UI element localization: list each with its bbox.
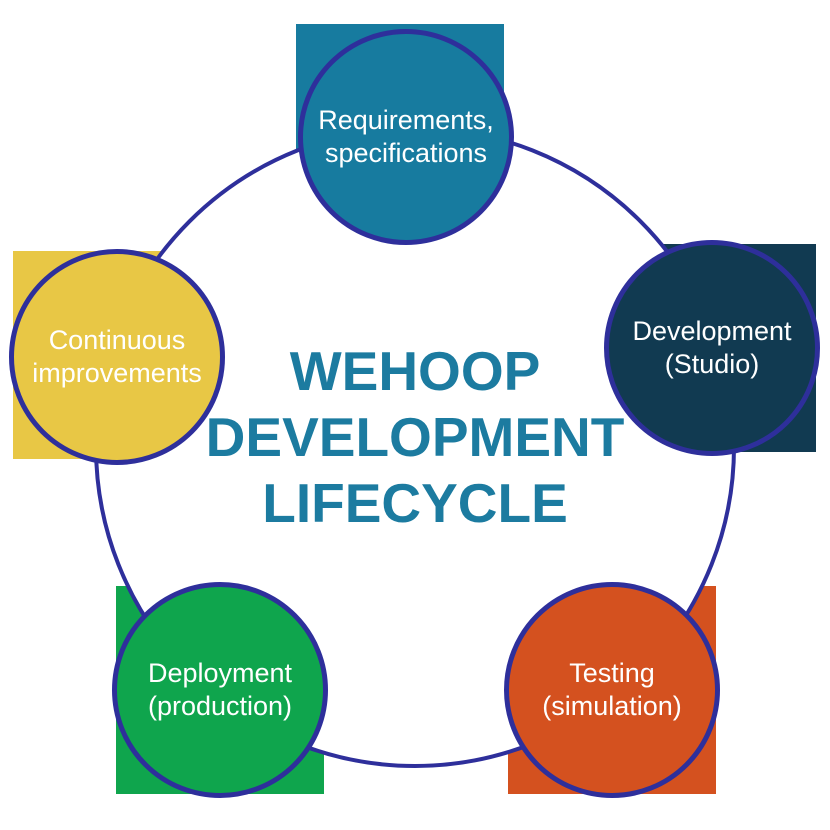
node-deployment-line-2: (production)	[147, 691, 293, 721]
node-improvements-line-2: improvements	[32, 358, 202, 388]
node-improvements-line-1: Continuous	[48, 325, 186, 355]
node-requirements-line-1: Requirements,	[318, 105, 494, 135]
node-requirements-line-2: specifications	[324, 138, 488, 168]
title-line-1: WEHOOP	[289, 340, 541, 402]
node-testing-label: Testing (simulation)	[542, 657, 682, 723]
node-development: Development (Studio)	[604, 240, 820, 456]
node-development-line-1: Development	[632, 316, 792, 346]
node-requirements: Requirements, specifications	[298, 29, 514, 245]
diagram-title: WEHOOP DEVELOPMENT LIFECYCLE	[206, 338, 625, 536]
node-testing-line-2: (simulation)	[542, 691, 682, 721]
node-deployment: Deployment (production)	[112, 582, 328, 798]
node-development-label: Development (Studio)	[632, 315, 791, 381]
title-line-3: LIFECYCLE	[262, 472, 568, 534]
node-testing-line-1: Testing	[569, 658, 655, 688]
node-deployment-line-1: Deployment	[147, 658, 293, 688]
node-development-line-2: (Studio)	[664, 349, 760, 379]
node-improvements-label: Continuous improvements	[32, 324, 202, 390]
node-deployment-label: Deployment (production)	[148, 657, 292, 723]
node-improvements: Continuous improvements	[9, 249, 225, 465]
title-line-2: DEVELOPMENT	[205, 406, 625, 468]
node-requirements-label: Requirements, specifications	[318, 104, 494, 170]
node-testing: Testing (simulation)	[504, 582, 720, 798]
